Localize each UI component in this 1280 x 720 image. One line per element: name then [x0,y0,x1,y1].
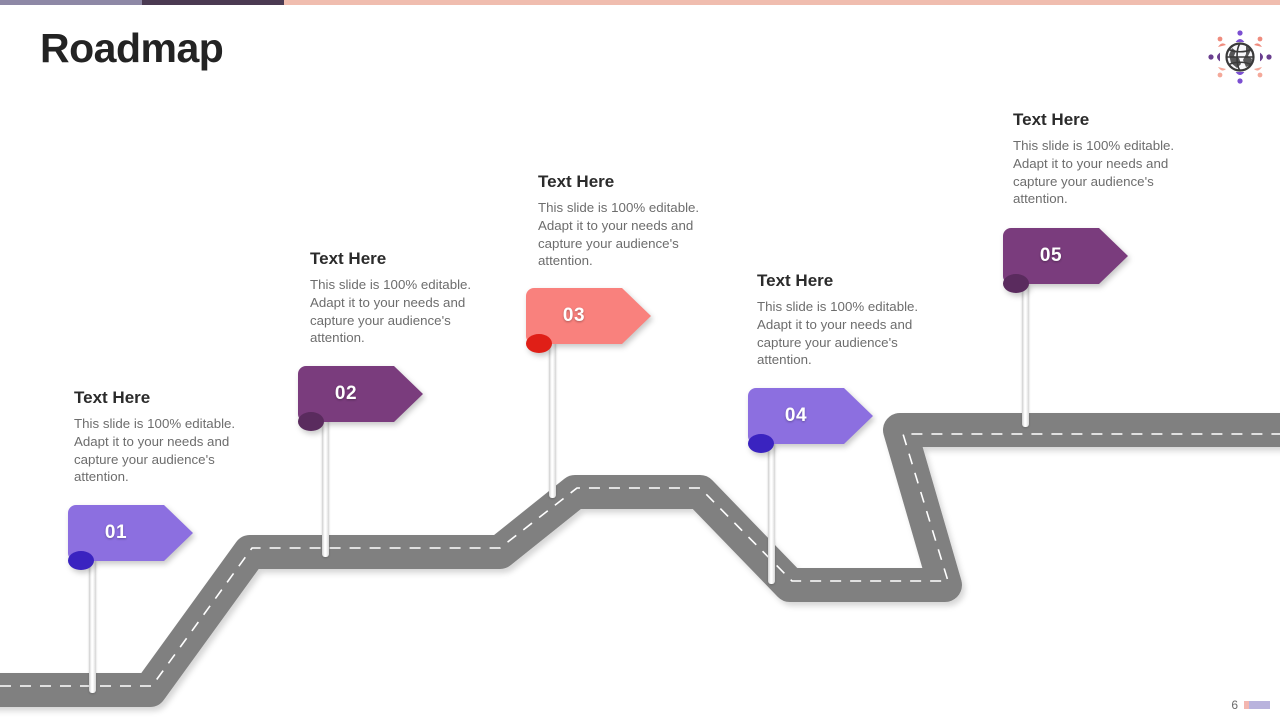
milestone-02-text: Text Here This slide is 100% editable. A… [310,249,490,347]
milestone-03-flag[interactable]: 03 [526,288,651,353]
person-icon-bottom-right [1254,67,1263,78]
page-title: Roadmap [40,25,224,71]
person-icon-top [1235,30,1245,42]
milestone-05-pole [1022,237,1029,427]
person-icon-top-right [1254,36,1263,47]
milestone-05-text: Text Here This slide is 100% editable. A… [1013,110,1193,208]
milestone-04-flag-fold [748,434,774,453]
milestone-04-text: Text Here This slide is 100% editable. A… [757,271,937,369]
milestone-01-number: 01 [104,522,128,543]
page-number: 6 [1231,698,1238,712]
milestone-04-heading: Text Here [757,271,834,290]
person-icon-bottom [1235,72,1245,84]
milestone-03-body: This slide is 100% editable. Adapt it to… [538,200,700,269]
milestone-05-heading: Text Here [1013,110,1090,129]
milestone-03-number: 03 [562,305,586,326]
globe-icon [1225,42,1255,72]
milestone-05-number: 05 [1039,245,1063,266]
milestone-02-flag-fold [298,412,324,431]
milestone-03-pole [549,297,556,498]
accent-segment-salmon [284,0,1280,5]
top-accent-bar [0,0,1280,5]
milestone-03-flag-fold [526,334,552,353]
milestone-04-flag[interactable]: 04 [748,388,873,453]
milestone-01-flag-fold [68,551,94,570]
milestone-04-body: This slide is 100% editable. Adapt it to… [757,299,919,368]
milestone-04-number: 04 [784,405,808,426]
accent-segment-light-purple [0,0,142,5]
milestone-04-pole [768,396,775,584]
milestone-02-number: 02 [334,383,358,404]
page-chip-purple [1249,701,1270,709]
milestone-02-heading: Text Here [310,249,387,268]
milestone-05-body: This slide is 100% editable. Adapt it to… [1013,138,1175,207]
milestone-01-text: Text Here This slide is 100% editable. A… [74,388,254,486]
global-people-logo [1202,26,1278,88]
milestone-02-body: This slide is 100% editable. Adapt it to… [310,277,472,346]
person-icon-bottom-left [1217,67,1226,78]
milestone-02-flag[interactable]: 02 [298,366,423,431]
milestone-03-heading: Text Here [538,172,615,191]
person-icon-right [1260,52,1272,62]
page-chip-salmon [1244,701,1249,709]
milestone-02-pole [322,375,329,557]
page-accent-chip [1244,701,1270,709]
milestone-05-flag[interactable]: 05 [1003,228,1128,293]
milestone-03-text: Text Here This slide is 100% editable. A… [538,172,718,270]
person-icon-top-left [1217,36,1226,47]
milestone-05-flag-fold [1003,274,1029,293]
accent-segment-dark-purple [142,0,284,5]
milestone-01-body: This slide is 100% editable. Adapt it to… [74,416,236,485]
milestone-01-pole [89,513,96,693]
person-icon-left [1208,52,1220,62]
milestone-01-heading: Text Here [74,388,151,407]
page-footer: 6 [1231,698,1270,712]
milestone-01-flag[interactable]: 01 [68,505,193,570]
